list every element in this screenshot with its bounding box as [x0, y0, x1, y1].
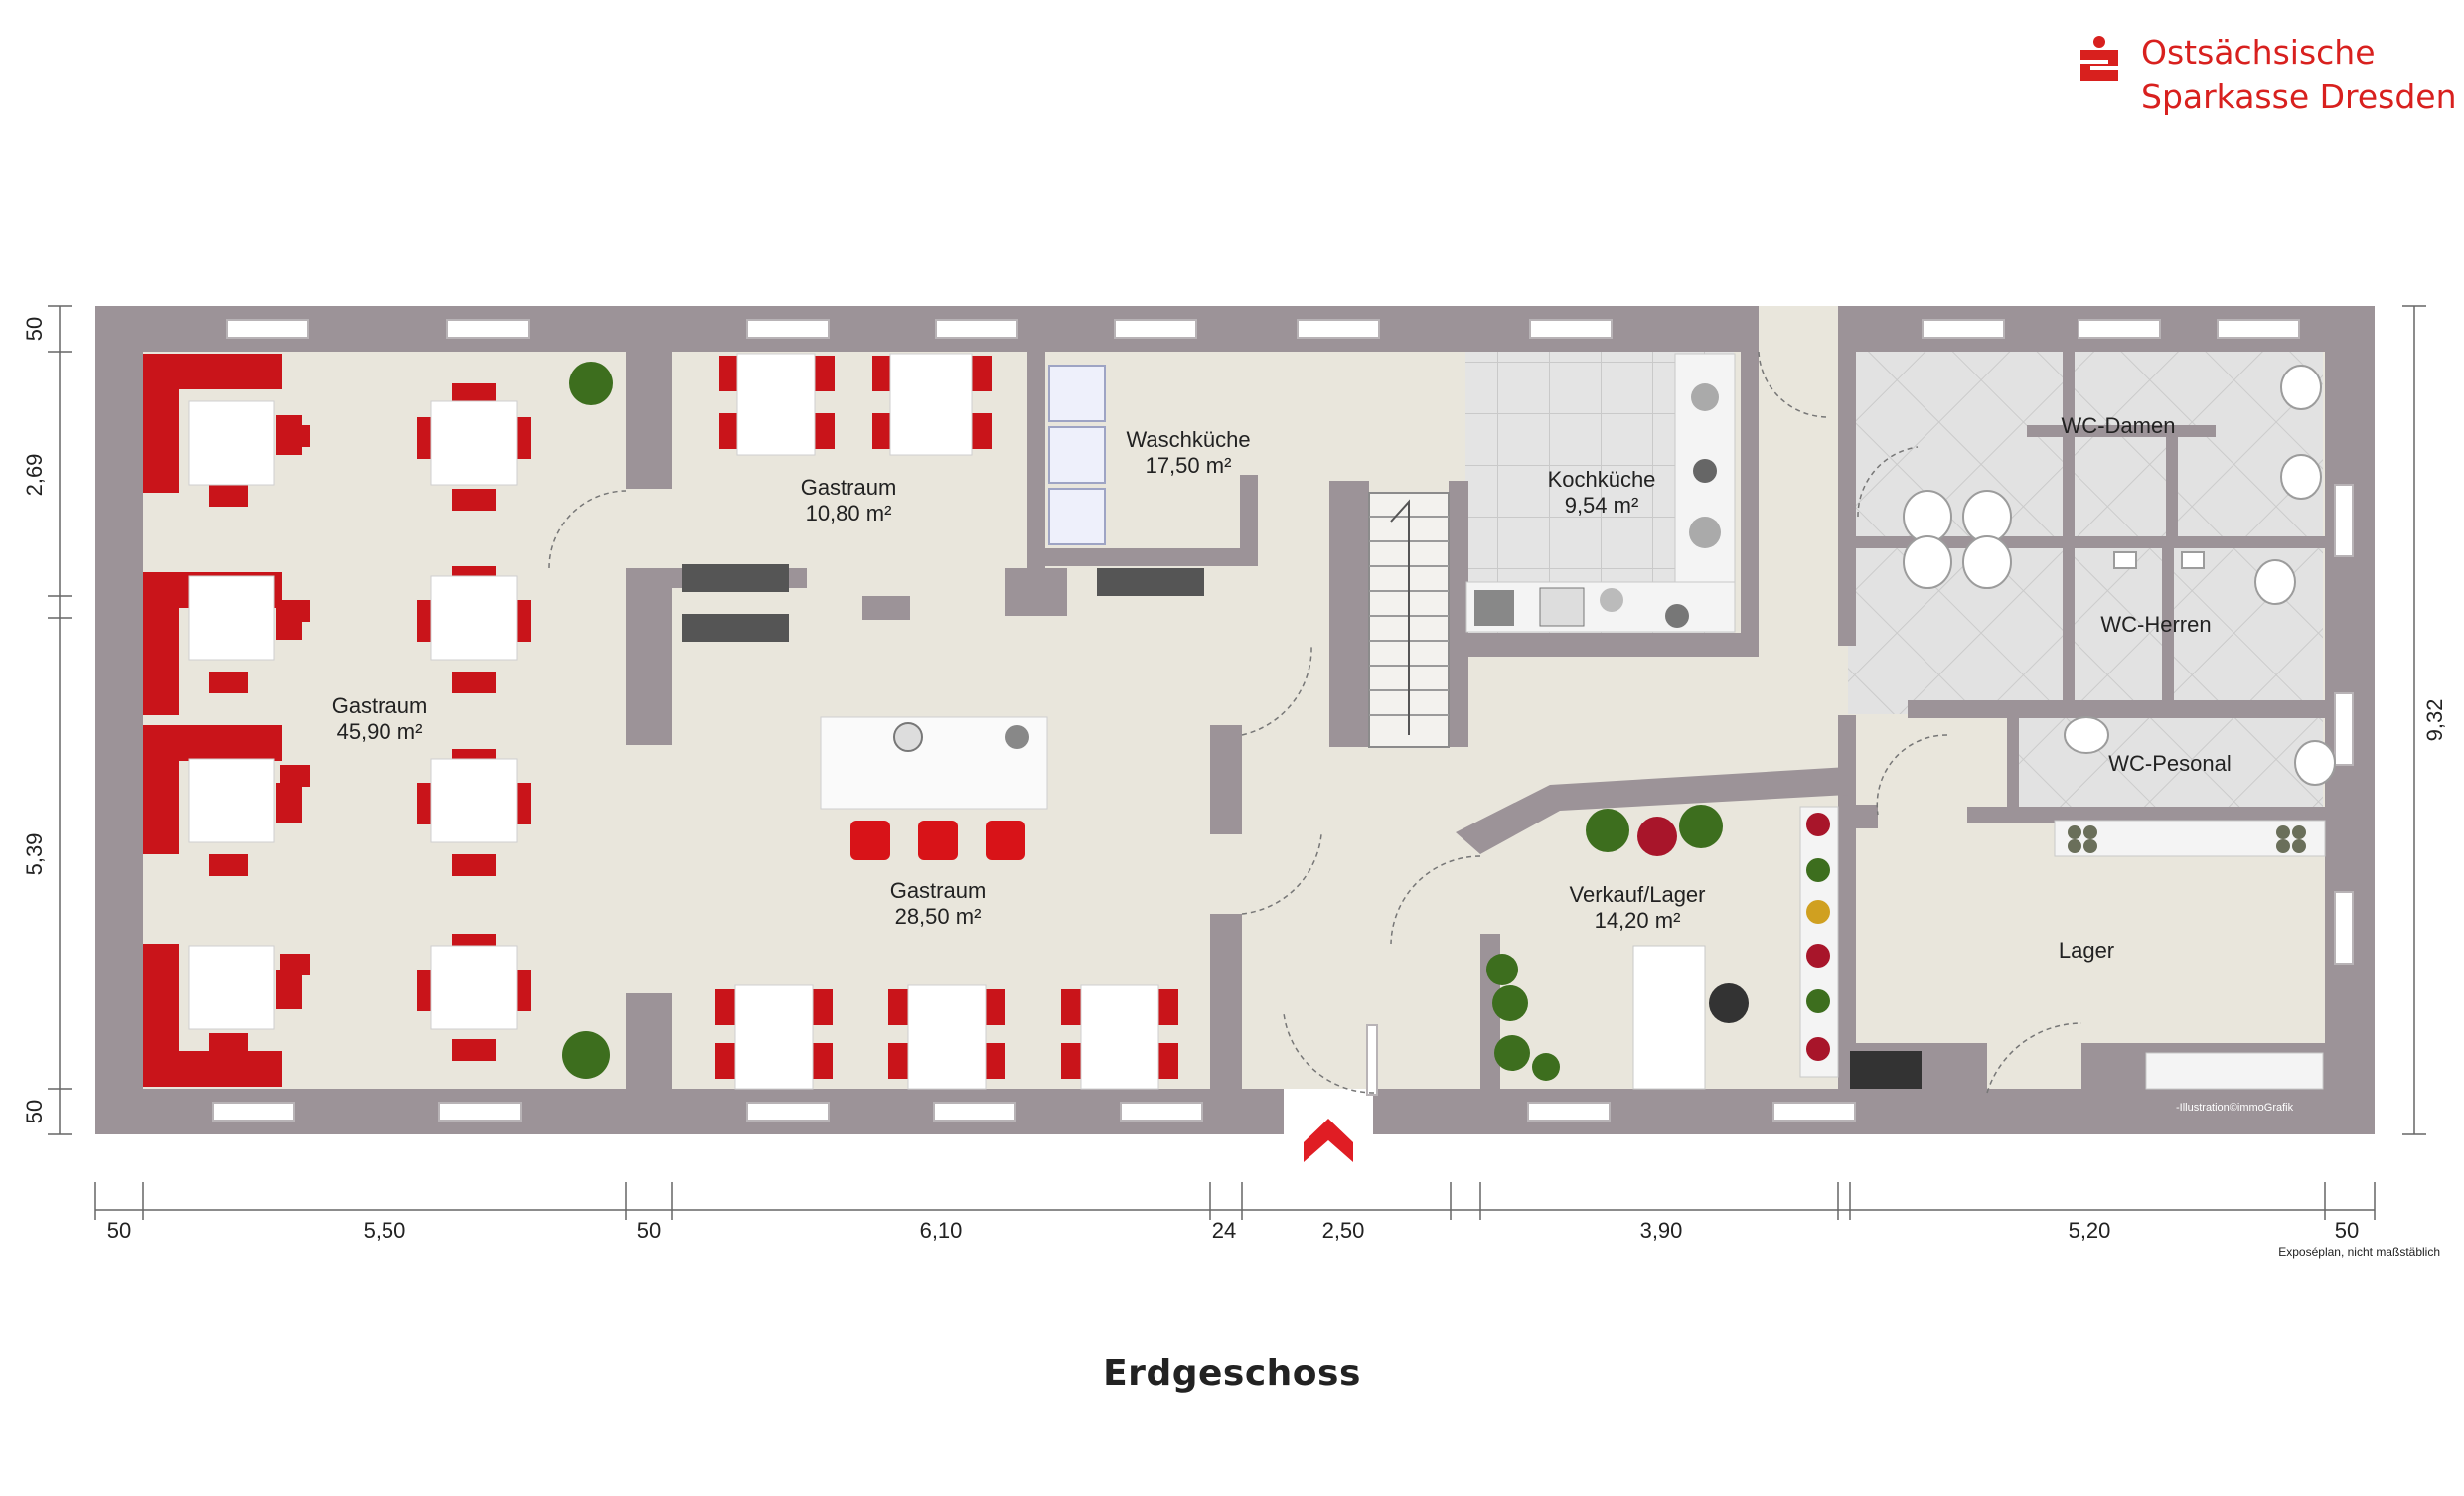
room-label-wc-personal: WC-Pesonal [2108, 751, 2231, 776]
room-label-kochkueche: Kochküche [1548, 467, 1656, 492]
tables-gastraum-small [719, 353, 992, 456]
dim-bottom-7: 3,90 [1640, 1218, 1683, 1243]
room-area-verkauf: 14,20 m² [1595, 908, 1681, 933]
room-label-gastraum-3: Gastraum [890, 878, 987, 903]
tables-bottom [715, 984, 1178, 1090]
room-label-gastraum-1: Gastraum [332, 693, 428, 718]
illustration-credit: -Illustration©immoGrafik [2176, 1102, 2294, 1114]
scale-note: Exposéplan, nicht maßstäblich [2278, 1245, 2440, 1259]
dim-left-2: 2,69 [22, 454, 47, 497]
room-label-waschkueche: Waschküche [1126, 427, 1250, 452]
staircase [1368, 492, 1450, 748]
windows [212, 319, 2354, 1122]
dim-right: 9,32 [2422, 699, 2447, 742]
entrance-arrow-icon [1304, 1119, 1353, 1162]
tables-left [188, 383, 531, 1061]
kitchen-counters [1465, 353, 1736, 633]
door-swings [548, 351, 2082, 1094]
room-area-gastraum-3: 28,50 m² [895, 904, 982, 929]
room-label-verkauf: Verkauf/Lager [1570, 882, 1706, 907]
dim-bottom-3: 50 [637, 1218, 661, 1243]
dim-bottom-4: 6,10 [920, 1218, 963, 1243]
dim-left-4: 50 [22, 1100, 47, 1123]
lager-fixtures [1850, 820, 2326, 1090]
dim-bottom-1: 50 [107, 1218, 131, 1243]
room-label-gastraum-2: Gastraum [801, 475, 897, 500]
room-label-lager: Lager [2059, 938, 2114, 963]
room-labels: Gastraum 45,90 m² Gastraum 10,80 m² Wasc… [332, 413, 2232, 963]
room-area-waschkueche: 17,50 m² [1146, 453, 1232, 478]
dimension-lines [48, 305, 2426, 1220]
floor-wc-personal-tiles [2007, 715, 2323, 810]
dim-bottom-2: 5,50 [364, 1218, 406, 1243]
plants [562, 362, 1830, 1081]
bottle-racks [682, 564, 1204, 642]
dim-bottom-8: 5,20 [2069, 1218, 2111, 1243]
dim-bottom-9: 50 [2335, 1218, 2359, 1243]
room-area-gastraum-2: 10,80 m² [806, 501, 892, 525]
logo-line1: Ostsächsische [2141, 33, 2376, 72]
room-label-wc-damen: WC-Damen [2062, 413, 2176, 438]
floor-title: Erdgeschoss [1103, 1353, 1361, 1394]
dimension-labels: 50 5,50 50 6,10 24 2,50 3,90 5,20 50 50 … [22, 317, 2447, 1243]
bar-counter [820, 716, 1048, 860]
logo-line2: Sparkasse Dresden [2141, 77, 2457, 116]
room-area-kochkueche: 9,54 m² [1565, 493, 1639, 518]
dim-bottom-5: 24 [1212, 1218, 1236, 1243]
top-door-opening [1759, 306, 1838, 352]
dim-left-3: 5,39 [22, 833, 47, 876]
wc-fixtures [1903, 365, 2336, 786]
verkauf-fixtures [1632, 806, 1839, 1090]
dim-bottom-6: 2,50 [1322, 1218, 1365, 1243]
room-area-gastraum-1: 45,90 m² [337, 719, 423, 744]
dim-left-1: 50 [22, 317, 47, 341]
room-label-wc-herren: WC-Herren [2100, 612, 2211, 637]
sparkasse-s-icon [2080, 36, 2118, 81]
logo-text: Ostsächsische Sparkasse Dresden [2141, 30, 2457, 119]
washing-machines [1048, 365, 1106, 545]
sparkasse-logo: Ostsächsische Sparkasse Dresden [2077, 30, 2457, 139]
